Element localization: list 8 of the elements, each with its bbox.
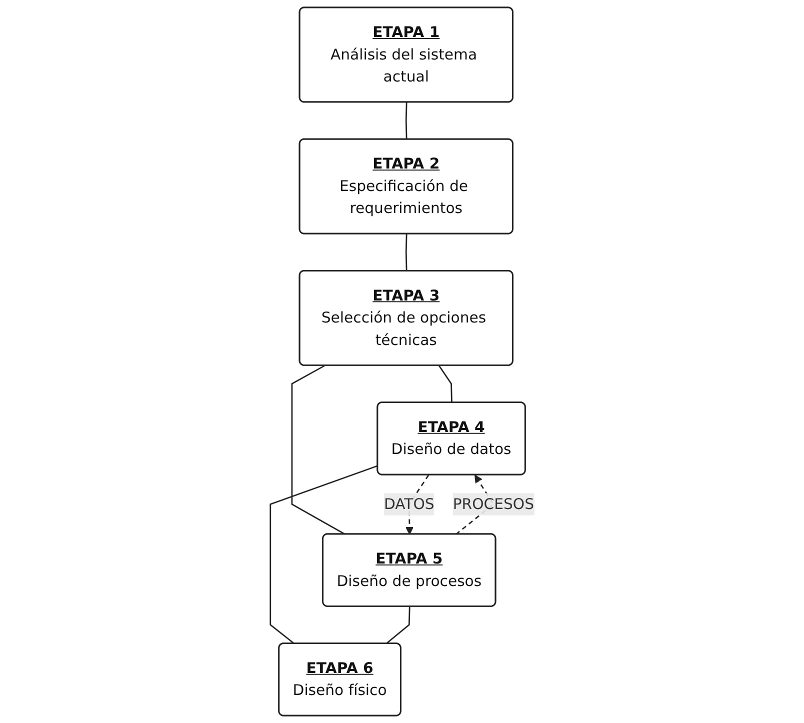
connector [405,234,408,272]
edge-label: PROCESOS [452,494,534,513]
connector [438,365,452,403]
edge-label: DATOS [384,494,434,513]
connector [270,465,378,644]
connector [405,102,408,140]
connector [291,365,346,535]
connector [385,606,410,644]
